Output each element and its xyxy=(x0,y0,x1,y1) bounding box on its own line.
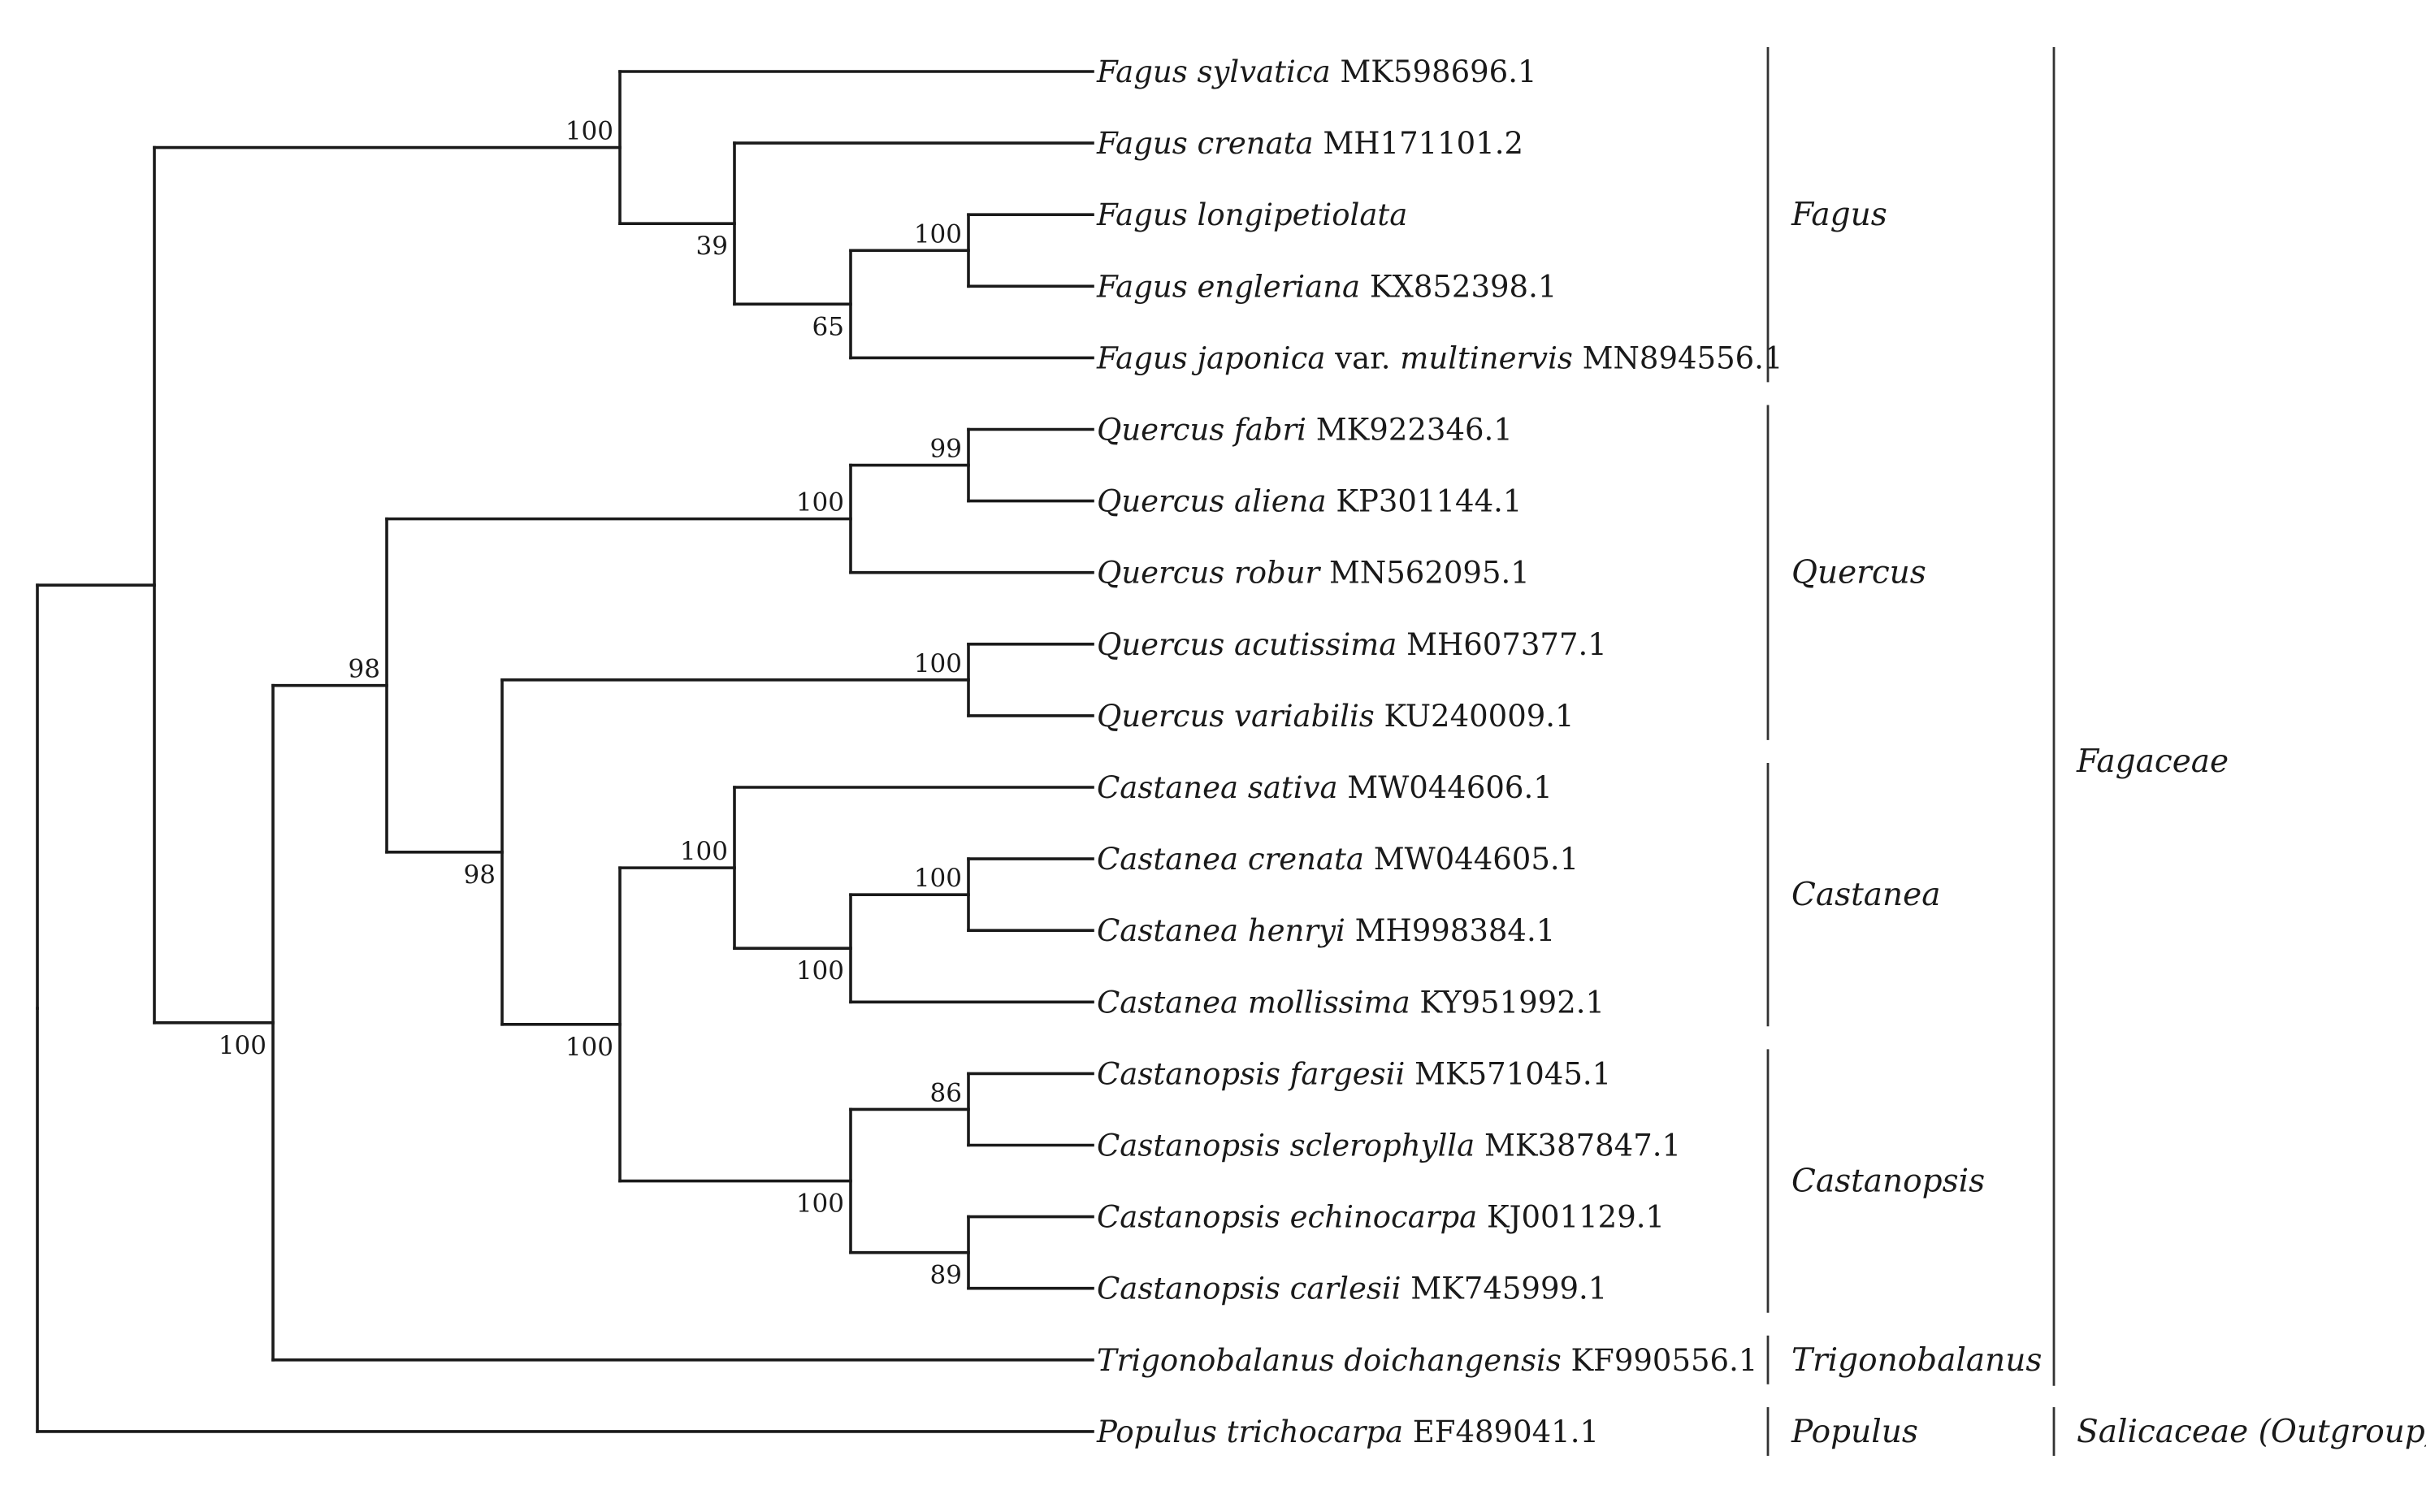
taxon-label: Castanopsis fargesii MK571045.1 xyxy=(1097,1056,1611,1091)
genus-brackets: FagusQuercusCastaneaCastanopsisTrigonoba… xyxy=(1766,47,2042,1456)
support-value-n_q1a: 99 xyxy=(930,435,962,464)
taxon-label: Quercus robur MN562095.1 xyxy=(1097,556,1530,591)
family-label-1: Salicaceae (Outgroup) xyxy=(2077,1414,2426,1450)
taxon-label: Castanopsis sclerophylla MK387847.1 xyxy=(1097,1129,1681,1163)
taxon-label: Castanopsis echinocarpa KJ001129.1 xyxy=(1097,1200,1665,1235)
support-value-n_q2: 100 xyxy=(914,649,962,678)
support-value-n_fg3: 65 xyxy=(812,312,844,341)
support-value-n_c3: 100 xyxy=(914,864,962,893)
support-value-n_fg2: 39 xyxy=(696,232,728,261)
taxon-label: Castanea sativa MW044606.1 xyxy=(1097,770,1553,805)
support-value-n_rest: 100 xyxy=(219,1031,266,1060)
taxon-label: Trigonobalanus doichangensis KF990556.1 xyxy=(1097,1343,1757,1378)
genus-label-quercus: Quercus xyxy=(1791,555,1926,591)
taxon-label: Fagus japonica var. multinervis MN894556… xyxy=(1096,340,1783,375)
support-value-n_qc: 98 xyxy=(464,860,496,890)
support-value-n_c2: 100 xyxy=(796,956,844,986)
family-label-0: Fagaceae xyxy=(2076,743,2229,780)
genus-label-populus: Populus xyxy=(1791,1414,1918,1450)
taxon-label: Fagus crenata MH171101.2 xyxy=(1096,126,1523,161)
support-value-n_q1: 100 xyxy=(796,488,844,518)
support-value-n_cast: 100 xyxy=(680,837,728,866)
support-value-n_csp: 100 xyxy=(796,1189,844,1219)
taxon-label: Fagus longipetiolata xyxy=(1096,197,1407,232)
taxon-label: Quercus acutissima MH607377.1 xyxy=(1097,627,1607,662)
support-value-n_core: 98 xyxy=(349,655,380,684)
taxon-label: Castanea crenata MW044605.1 xyxy=(1097,842,1579,877)
taxon-label: Castanopsis carlesii MK745999.1 xyxy=(1097,1272,1607,1306)
support-value-n_cc: 100 xyxy=(565,1033,613,1062)
genus-label-castanea: Castanea xyxy=(1791,877,1940,913)
taxon-label: Quercus fabri MK922346.1 xyxy=(1097,413,1513,448)
taxon-label: Fagus sylvatica MK598696.1 xyxy=(1096,54,1537,89)
taxon-label: Castanea mollissima KY951992.1 xyxy=(1097,985,1605,1020)
taxon-label: Castanea henryi MH998384.1 xyxy=(1097,913,1555,948)
genus-label-fagus: Fagus xyxy=(1791,197,1887,233)
support-value-n_fg4: 100 xyxy=(914,219,962,249)
taxon-label: Quercus aliena KP301144.1 xyxy=(1097,484,1522,519)
support-values: 100 39 65 100 100 98 100 99 98 100 100 100 100 100 100… xyxy=(219,117,962,1290)
taxon-label: Populus trichocarpa EF489041.1 xyxy=(1096,1415,1599,1449)
genus-label-trigonobalanus: Trigonobalanus xyxy=(1791,1342,2042,1379)
support-value-n_cs2: 89 xyxy=(930,1261,962,1290)
support-value-n_cs1: 86 xyxy=(930,1078,962,1107)
taxon-label: Fagus engleriana KX852398.1 xyxy=(1096,269,1557,304)
genus-label-castanopsis: Castanopsis xyxy=(1791,1163,1985,1200)
tree-branches xyxy=(36,70,1094,1433)
support-value-n_fagus: 100 xyxy=(565,117,613,146)
taxon-label: Quercus variabilis KU240009.1 xyxy=(1097,699,1575,734)
